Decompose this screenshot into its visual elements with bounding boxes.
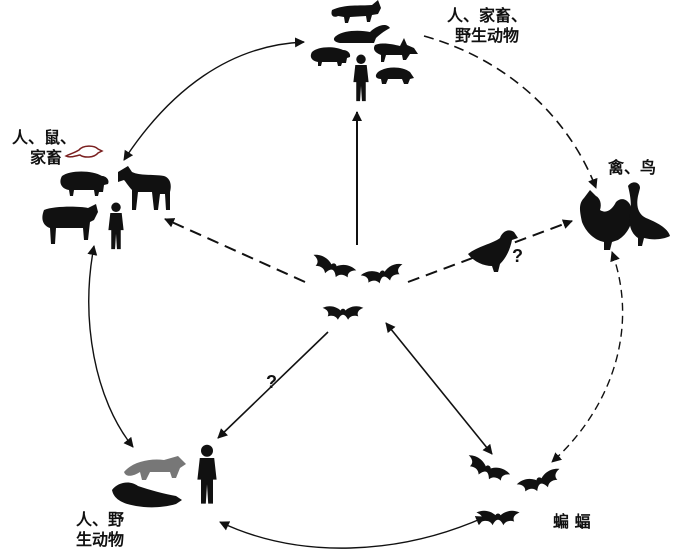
- bat-icon: [360, 262, 406, 288]
- arc-left-bottomleft: [87, 245, 134, 448]
- label-line: 生动物: [76, 530, 125, 549]
- top-animals: [310, 0, 418, 102]
- bottom-bats: [463, 453, 565, 526]
- unknown-birds-mark: ?: [512, 246, 523, 266]
- label-poultry-birds: 禽、鸟: [608, 158, 657, 177]
- label-line: 野生动物: [455, 26, 520, 45]
- arrow-bats-to-left: [164, 218, 306, 283]
- arrow-bats-to-wildlife: [217, 331, 329, 439]
- label-line: 人、鼠、: [12, 128, 77, 147]
- human-icon: [197, 444, 217, 504]
- arrow-bats-center-bats-bottom: [385, 322, 493, 455]
- unknown-wildlife-mark: ?: [266, 372, 277, 392]
- wolf-icon: [124, 456, 186, 480]
- goose-icon: [628, 182, 670, 246]
- left-animals: [42, 145, 171, 250]
- cow-icon: [42, 204, 98, 244]
- badger-icon: [375, 67, 414, 84]
- label-line: 人、野: [76, 510, 125, 529]
- pig-icon: [60, 171, 109, 196]
- label-line: 家畜: [30, 148, 63, 167]
- label-human-rodent-livestock: 人、鼠、 家畜: [12, 128, 76, 168]
- rat-icon: [64, 145, 104, 158]
- rooster-icon: [580, 190, 633, 250]
- bat-icon: [463, 453, 511, 487]
- arc-bottom: [219, 516, 486, 549]
- civet-icon: [112, 482, 182, 508]
- label-human-livestock-wildlife: 人、家畜、 野生动物: [447, 6, 527, 46]
- horse-icon: [118, 166, 171, 210]
- poultry-animals: [580, 182, 670, 250]
- bat-icon: [515, 467, 565, 497]
- label-line: 人、家畜、: [447, 6, 528, 25]
- center-bats: [308, 253, 406, 320]
- wolf-icon: [331, 0, 381, 23]
- arc-poultry-bats: [551, 251, 624, 463]
- bat-icon: [476, 510, 520, 526]
- arc-left-top: [123, 37, 305, 161]
- raccoon-icon: [333, 25, 390, 43]
- human-icon: [108, 202, 124, 250]
- eagle-icon: [468, 230, 518, 272]
- pig-icon: [310, 47, 351, 66]
- label-human-wildlife: 人、野 生动物: [76, 510, 124, 550]
- bat-icon: [308, 253, 358, 283]
- label-bats: 蝙 蝠: [553, 512, 591, 531]
- fox-icon: [373, 38, 418, 62]
- human-icon: [353, 54, 369, 102]
- arc-top-poultry: [423, 35, 598, 189]
- bat-icon: [322, 306, 364, 320]
- wildlife-animals: [112, 444, 217, 508]
